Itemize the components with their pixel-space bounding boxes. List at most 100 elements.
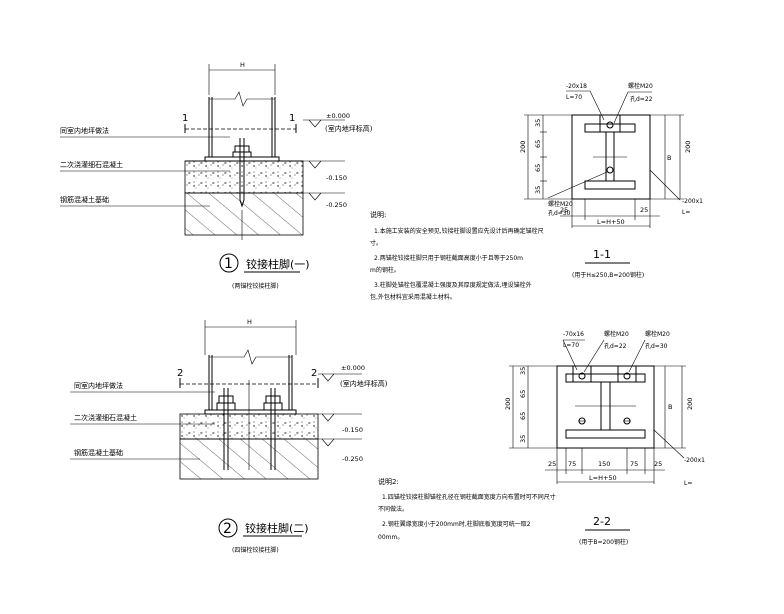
detail-subtitle: (四锚栓铰接柱脚) bbox=[232, 546, 279, 554]
dim-right-total: 200 bbox=[684, 141, 692, 153]
dim-bottom-left: 25 bbox=[560, 206, 568, 214]
callout-floor: 同室内地坪做法 bbox=[74, 381, 123, 390]
hole-label: 孔d=22 bbox=[630, 95, 653, 103]
bolt-hole bbox=[606, 121, 614, 129]
base-plate bbox=[204, 156, 280, 162]
detail-number: 2 bbox=[223, 521, 232, 537]
bolt-label-top: 螺栓M20 bbox=[628, 82, 653, 90]
grout-layer bbox=[184, 160, 304, 194]
plate-note: -20x18 bbox=[566, 83, 587, 90]
note-line: 00mm。 bbox=[378, 534, 403, 541]
elev-zero: ±0.000 bbox=[341, 364, 365, 372]
note-line: 3.柱脚处锚栓包覆混凝土强度及其厚度规定做法,埋设锚栓外 bbox=[374, 281, 532, 289]
hole-label-bot: 孔d=30 bbox=[548, 209, 571, 217]
dim-segment: 35 bbox=[519, 367, 527, 375]
dim-bottom: 25 bbox=[654, 460, 662, 468]
note-line: 2.钢柱翼缘宽度小于200mm时,柱脚底板宽度可统一取2 bbox=[382, 520, 531, 528]
foundation-concrete bbox=[184, 192, 304, 236]
l-note: L=70 bbox=[566, 94, 582, 101]
elev-zero: ±0.000 bbox=[326, 112, 350, 120]
l-label: L= bbox=[682, 209, 690, 216]
note-line: 寸。 bbox=[370, 239, 382, 247]
section-2-2-plan: 200 35 65 65 35 B 200 25 75 150 75 25 L=… bbox=[504, 330, 705, 546]
base-plate-outline bbox=[556, 365, 655, 449]
bolt-hole bbox=[623, 372, 631, 380]
bolt-label-right: 螺栓M20 bbox=[645, 330, 670, 338]
dim-segment: 65 bbox=[519, 412, 527, 420]
detail-2-elevation: H 2 2 同室内地坪做法 二次浇灌细石混凝土 bbox=[70, 318, 388, 554]
bolt-label-left: 螺栓M20 bbox=[604, 330, 629, 338]
plate-label: -200x1 bbox=[684, 457, 705, 464]
detail-title: 铰接柱脚(一) bbox=[246, 257, 310, 271]
dim-bottom: 75 bbox=[568, 460, 576, 468]
detail-number-circle bbox=[218, 518, 238, 538]
notes-heading: 说明: bbox=[370, 210, 386, 219]
section-subtitle: (用于B=200钢柱) bbox=[579, 538, 628, 546]
detail-1-elevation: H 1 1 同室内地坪做法 二次浇灌细石混凝土 钢筋混凝土基础 bbox=[60, 61, 373, 290]
column-bottom-flange bbox=[584, 180, 636, 190]
break-line bbox=[209, 349, 292, 365]
section-subtitle: (用于H≤250,B=200钢柱) bbox=[572, 271, 644, 279]
section-mark-left: 2 bbox=[177, 368, 183, 379]
dim-segment: 35 bbox=[534, 186, 542, 194]
stiffener-plate-right bbox=[617, 365, 637, 383]
stiffener-plate bbox=[599, 114, 621, 133]
note-line: 不同做法。 bbox=[378, 505, 408, 513]
note-line: 2.两锚栓铰接柱脚只用于钢柱截面高度小于且等于250m bbox=[374, 254, 523, 262]
dim-segment: 65 bbox=[534, 140, 542, 148]
dim-bottom-total: L=H+50 bbox=[597, 218, 625, 226]
section-title: 1-1 bbox=[593, 248, 611, 261]
grout-layer bbox=[179, 413, 319, 440]
stiffener-plate-left bbox=[572, 365, 592, 383]
bolt-label-bot: 螺栓M20 bbox=[548, 200, 573, 208]
elev-a: -0.150 bbox=[342, 426, 363, 434]
dim-h-label: H bbox=[247, 318, 252, 326]
callout-foundation: 钢筋混凝土基础 bbox=[60, 195, 109, 204]
dim-b: B bbox=[667, 154, 671, 162]
hole-label-right: 孔d=30 bbox=[645, 342, 668, 350]
elevation-marks: ±0.000 (室内地坪标高) -0.150 -0.250 bbox=[303, 112, 373, 209]
note-line: 1.四锚栓铰接柱脚锚栓孔径在钢柱截面宽度方向布置时可不同尺寸 bbox=[382, 493, 556, 501]
dim-b: B bbox=[668, 403, 672, 411]
bolt-hole bbox=[578, 372, 586, 380]
l-note: L=70 bbox=[563, 342, 579, 349]
section-mark-left: 1 bbox=[182, 113, 188, 124]
foundation-concrete bbox=[179, 438, 319, 480]
l-label: L= bbox=[684, 480, 692, 487]
section-mark-right: 2 bbox=[311, 368, 317, 379]
dim-segment: 35 bbox=[519, 435, 527, 443]
detail-subtitle: (两锚栓铰接柱脚) bbox=[232, 282, 279, 290]
plate-note: -70x16 bbox=[563, 331, 584, 338]
dim-segment: 65 bbox=[534, 164, 542, 172]
section-title: 2-2 bbox=[593, 515, 611, 528]
elev-a: -0.150 bbox=[326, 174, 347, 182]
callout-grout: 二次浇灌细石混凝土 bbox=[74, 413, 137, 422]
detail-number-circle bbox=[219, 253, 239, 273]
dim-right-total: 200 bbox=[686, 398, 694, 410]
base-plate bbox=[204, 409, 297, 415]
dim-left-total: 200 bbox=[519, 141, 527, 153]
elev-b: -0.250 bbox=[326, 201, 347, 209]
elev-zero-note: (室内地坪标高) bbox=[340, 379, 388, 388]
section-1-1-plan: 200 35 65 65 35 B 200 25 25 L=H+50 -20x1… bbox=[519, 82, 703, 279]
hole-label-left: 孔d=22 bbox=[604, 342, 627, 350]
detail-number: 1 bbox=[224, 256, 233, 272]
callout-grout: 二次浇灌细石混凝土 bbox=[60, 160, 123, 169]
dim-bottom-total: L=H+50 bbox=[589, 474, 617, 482]
section-mark-right: 1 bbox=[289, 113, 295, 124]
dim-bottom: 75 bbox=[630, 460, 638, 468]
dim-segment: 35 bbox=[534, 119, 542, 127]
bolt-nut bbox=[234, 145, 250, 153]
callout-foundation: 钢筋混凝土基础 bbox=[74, 448, 123, 457]
note-line: 1.本施工安装的安全预见,铰接柱脚设置应先设计后再确定锚栓尺 bbox=[374, 227, 544, 235]
dim-bottom-right: 25 bbox=[640, 206, 648, 214]
dim-h-label: H bbox=[240, 61, 245, 69]
notes-1: 说明: 1.本施工安装的安全预见,铰接柱脚设置应先设计后再确定锚栓尺 寸。 2.… bbox=[370, 210, 544, 301]
dim-left-total: 200 bbox=[504, 398, 512, 410]
elevation-marks: ±0.000 (室内地坪标高) -0.150 -0.250 bbox=[318, 364, 388, 463]
column-top-flange bbox=[565, 373, 646, 383]
detail-title: 铰接柱脚(二) bbox=[245, 521, 309, 535]
column-bottom-flange bbox=[565, 429, 646, 439]
callout-floor: 同室内地坪做法 bbox=[60, 126, 109, 135]
